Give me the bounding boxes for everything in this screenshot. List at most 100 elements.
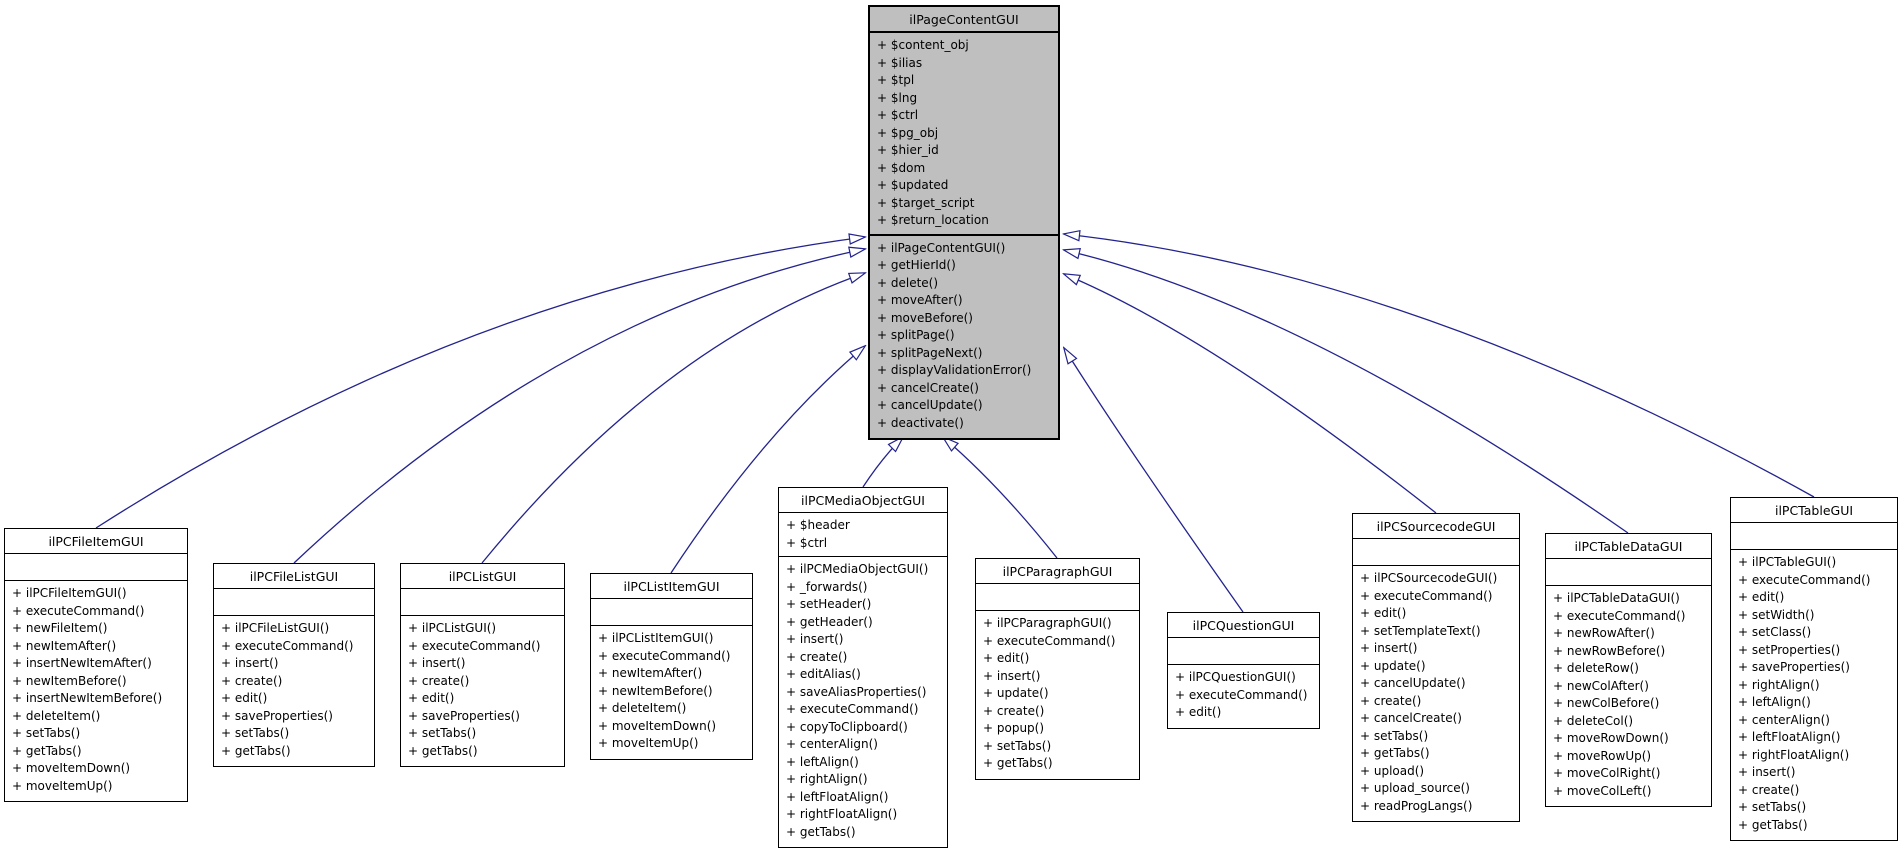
class-member: + ilPCTableDataGUI() xyxy=(1553,591,1680,605)
class-member: + getTabs() xyxy=(1738,817,1808,832)
class-il-page-content-gui[interactable]: ilPageContentGUI + $content_obj+ $ilias+… xyxy=(868,5,1060,440)
class-member: + update() xyxy=(983,686,1049,700)
class-member: + moveAfter() xyxy=(877,293,963,307)
class-member: + $dom xyxy=(877,160,926,175)
class-member: + create() xyxy=(983,703,1045,718)
class-member: + saveProperties() xyxy=(1738,660,1850,674)
class-member: + centerAlign() xyxy=(1738,712,1830,727)
class-member: + ilPCFileItemGUI() xyxy=(12,586,127,600)
class-member: + $target_script xyxy=(877,195,975,210)
class-member: + insert() xyxy=(221,656,279,670)
class-methods: + ilPCListGUI() + executeCommand() + inser… xyxy=(401,616,564,766)
class-title: ilPCListItemGUI xyxy=(591,574,752,599)
class-member: + moveRowUp() xyxy=(1553,748,1652,763)
class-member: + cancelUpdate() xyxy=(1360,676,1466,690)
class-il-pc-table-data-gui[interactable]: ilPCTableDataGUI + ilPCTableDataGUI() + e… xyxy=(1545,533,1712,807)
class-member: + setTabs() xyxy=(1738,800,1807,814)
class-member: + moveItemUp() xyxy=(598,736,699,750)
class-methods: + ilPCTableDataGUI() + executeCommand() + … xyxy=(1546,586,1711,806)
class-il-pc-list-item-gui[interactable]: ilPCListItemGUI + ilPCListItemGUI()+ exe… xyxy=(590,573,753,760)
class-attributes xyxy=(1731,523,1897,550)
class-member: + executeCommand() xyxy=(598,648,731,663)
class-member: + $updated xyxy=(877,178,949,192)
class-member: + deleteRow() xyxy=(1553,661,1639,675)
class-member: + saveProperties() xyxy=(408,708,520,723)
class-methods: + ilPCParagraphGUI() + executeCommand() + … xyxy=(976,611,1139,779)
class-member: + setTabs() xyxy=(221,726,290,740)
class-member: + ilPCListGUI() xyxy=(408,621,497,635)
class-member: + edit() xyxy=(221,691,268,705)
class-member: + edit() xyxy=(983,651,1030,665)
class-member: + deleteItem() xyxy=(598,701,687,715)
class-member: + insertNewItemBefore() xyxy=(12,691,163,705)
edge-ilpcparagraphgui-inherits xyxy=(943,437,1058,559)
class-member: + leftFloatAlign() xyxy=(786,789,889,804)
class-member: + setHeader() xyxy=(786,597,872,611)
class-member: + upload_source() xyxy=(1360,781,1470,795)
class-member: + ilPCSourcecodeGUI() xyxy=(1360,571,1498,585)
class-member: + cancelUpdate() xyxy=(877,398,983,412)
class-member: + executeCommand() xyxy=(983,633,1116,648)
class-member: + copyToClipboard() xyxy=(786,719,908,734)
class-member: + getTabs() xyxy=(983,756,1053,770)
class-member: + displayValidationError() xyxy=(877,363,1032,377)
class-member: + ilPCParagraphGUI() xyxy=(983,616,1112,630)
class-methods: + ilPageContentGUI()+ getHierId()+ delet… xyxy=(870,236,1058,439)
class-member: + moveItemDown() xyxy=(598,718,717,733)
class-member: + rightAlign() xyxy=(1738,677,1820,692)
class-member: + getTabs() xyxy=(12,743,82,758)
class-il-pc-sourcecode-gui[interactable]: ilPCSourcecodeGUI + ilPCSourcecodeGUI()+… xyxy=(1352,513,1520,822)
class-member: + edit() xyxy=(1738,590,1785,604)
class-attributes xyxy=(401,589,564,616)
class-methods: + ilPCFileListGUI()+ executeCommand()+ i… xyxy=(214,616,374,766)
class-member: + popup() xyxy=(983,721,1045,735)
class-member: + moveItemDown() xyxy=(12,761,131,775)
class-member: + getTabs() xyxy=(408,743,478,758)
class-attributes: + $content_obj+ $ilias+ $tpl+ $lng+ $ctr… xyxy=(870,33,1058,236)
class-member: + $ilias xyxy=(877,55,923,70)
class-il-pc-paragraph-gui[interactable]: ilPCParagraphGUI + ilPCParagraphGUI()+ e… xyxy=(975,558,1140,780)
class-member: + create() xyxy=(408,673,470,688)
class-member: + centerAlign() xyxy=(786,737,878,751)
class-member: + newColAfter() xyxy=(1553,678,1649,693)
class-il-pc-file-item-gui[interactable]: ilPCFileItemGUI + ilPCFileItemGUI()+ exe… xyxy=(4,528,188,802)
class-methods: + ilPCFileItemGUI() + executeCommand() + n… xyxy=(5,581,187,801)
class-member: + executeCommand() xyxy=(1553,608,1686,623)
class-member: + $pg_obj xyxy=(877,125,939,140)
class-title: ilPCTableDataGUI xyxy=(1546,534,1711,559)
class-member: + create() xyxy=(786,649,848,664)
class-il-pc-table-gui[interactable]: ilPCTableGUI + ilPCTableGUI()+ executeCo… xyxy=(1730,497,1898,841)
class-member: + deleteCol() xyxy=(1553,713,1634,728)
class-il-pc-media-object-gui[interactable]: ilPCMediaObjectGUI + $header+ $ctrl + il… xyxy=(778,487,948,848)
class-member: + ilPCMediaObjectGUI() xyxy=(786,562,929,576)
class-member: + ilPCFileListGUI() xyxy=(221,621,330,635)
class-member: + newColBefore() xyxy=(1553,696,1660,710)
class-member: + update() xyxy=(1360,658,1426,673)
class-member: + newItemAfter() xyxy=(12,638,117,653)
class-member: + setTabs() xyxy=(1360,728,1429,743)
class-il-pc-list-gui[interactable]: ilPCListGUI + ilPCListGUI()+ executeComm… xyxy=(400,563,565,767)
class-attributes: + $header+ $ctrl xyxy=(779,513,947,557)
class-member: + setTabs() xyxy=(408,726,477,740)
class-il-pc-file-list-gui[interactable]: ilPCFileListGUI + ilPCFileListGUI()+ exe… xyxy=(213,563,375,767)
class-member: + $header xyxy=(786,518,850,532)
class-member: + getHeader() xyxy=(786,614,873,629)
class-methods: + ilPCListItemGUI()+ executeCommand()+ n… xyxy=(591,626,752,759)
class-il-pc-question-gui[interactable]: ilPCQuestionGUI + ilPCQuestionGUI()+ exe… xyxy=(1167,612,1320,729)
class-member: + executeCommand() xyxy=(408,638,541,653)
class-member: + insert() xyxy=(408,656,466,670)
class-member: + $return_location xyxy=(877,213,989,227)
class-member: + ilPageContentGUI() xyxy=(877,240,1006,255)
class-attributes xyxy=(1546,559,1711,586)
class-attributes xyxy=(1353,539,1519,566)
class-title: ilPCFileListGUI xyxy=(214,564,374,589)
class-member: + setTemplateText() xyxy=(1360,623,1481,638)
class-member: + newRowAfter() xyxy=(1553,626,1655,640)
class-member: + newItemBefore() xyxy=(598,683,713,698)
class-member: + executeCommand() xyxy=(12,603,145,618)
class-member: + insertNewItemAfter() xyxy=(12,656,152,670)
class-member: + cancelCreate() xyxy=(877,380,979,395)
class-title: ilPCMediaObjectGUI xyxy=(779,488,947,513)
class-member: + leftFloatAlign() xyxy=(1738,730,1841,744)
class-member: + edit() xyxy=(408,691,455,705)
